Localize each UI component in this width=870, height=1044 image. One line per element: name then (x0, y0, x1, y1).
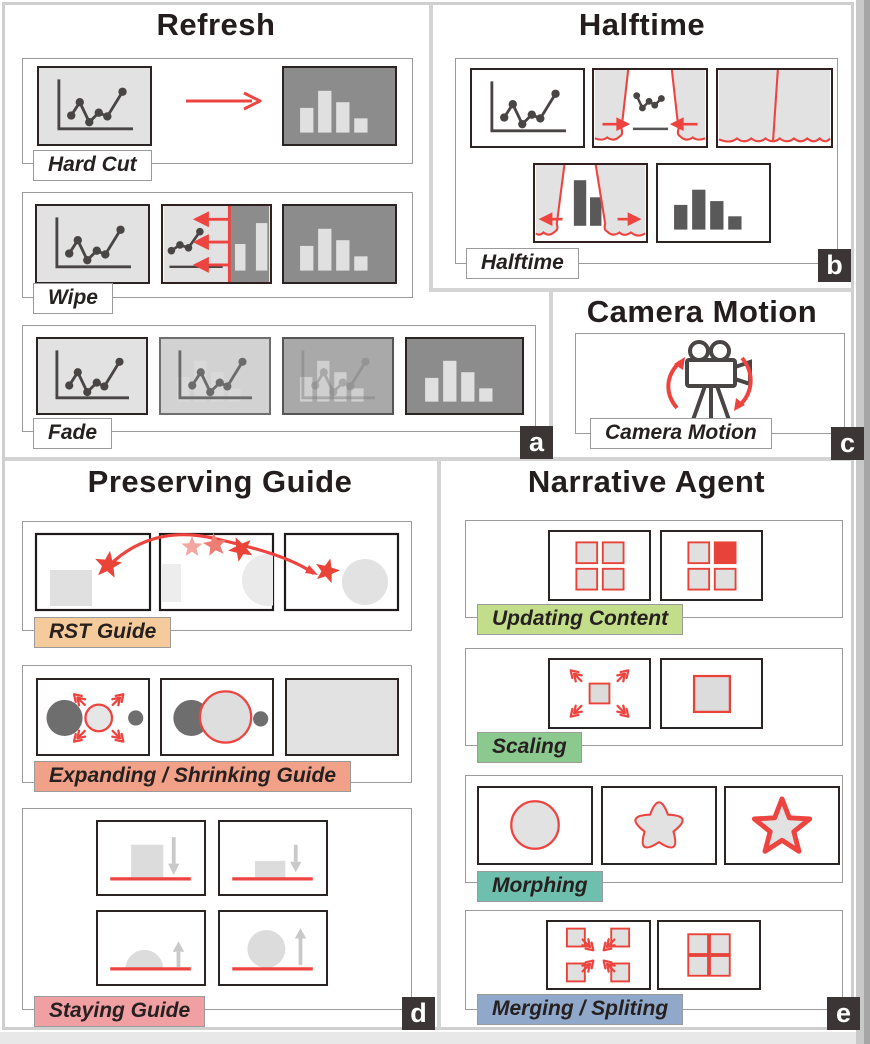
right-band-light (856, 0, 864, 1044)
right-band-dark (864, 0, 870, 1044)
subfigure-badge-e: e (827, 997, 860, 1030)
separator-preserving-narrative (437, 461, 441, 1029)
scaling-label: Scaling (477, 732, 582, 763)
halftime-panel-title: Halftime (578, 7, 706, 42)
line-chart-icon (55, 217, 131, 269)
square-grid-icon (575, 541, 625, 591)
merged-grid-icon (687, 933, 731, 977)
square-sinking-icon (110, 837, 191, 881)
narrative-agent-panel-title: Narrative Agent (527, 464, 766, 499)
separator-halftime-bottom (429, 288, 853, 292)
merged-thumbnail (657, 920, 761, 990)
subfigure-badge-c: c (831, 427, 864, 460)
bar-chart-white-thumbnail (656, 163, 771, 243)
bar-chart-dark-thumbnail (282, 66, 397, 146)
morphing-label: Morphing (477, 871, 603, 902)
rst-guide-label: RST Guide (34, 617, 172, 648)
fade-step-1-thumbnail (36, 337, 148, 415)
morph-circle-thumbnail (477, 786, 593, 865)
star-shape-icon (726, 788, 838, 863)
merging-splitting-group (465, 910, 843, 1010)
line-chart-icon (57, 79, 133, 131)
scaling-after-thumbnail (660, 658, 763, 729)
curtain-closed-icon (718, 70, 831, 143)
rst-guide-icon (34, 531, 400, 612)
line-chart-white-thumbnail (470, 68, 585, 148)
separator-top-bottom (5, 457, 851, 461)
filled-region-thumbnail (285, 678, 399, 756)
wipe-transition-icon (163, 206, 270, 282)
flower-shape-icon (634, 801, 684, 849)
camera-icon (666, 340, 753, 421)
expanding-shrinking-label: Expanding / Shrinking Guide (34, 761, 352, 792)
refresh-panel-title: Refresh (156, 7, 276, 42)
subfigure-badge-d: d (402, 997, 435, 1030)
circle-shape-icon (510, 800, 560, 850)
expanding-icon (46, 690, 144, 746)
staying-square-high-thumbnail (96, 820, 206, 896)
merging-arrows-icon (565, 927, 631, 983)
curtain-closing-icon (594, 70, 706, 141)
scaling-before-thumbnail (548, 658, 651, 729)
morph-star-thumbnail (724, 786, 840, 865)
expanded-thumbnail (160, 678, 274, 756)
rotate-arrows-icon (666, 356, 753, 411)
merging-before-thumbnail (546, 920, 651, 990)
fade-step-3-thumbnail (282, 337, 394, 415)
hard-cut-label: Hard Cut (33, 150, 152, 181)
square-grid-updated-icon (687, 541, 737, 591)
wipe-label: Wipe (33, 283, 113, 314)
expanded-circle-icon (173, 690, 269, 744)
scaling-arrows-icon (566, 666, 633, 721)
updating-content-group (465, 520, 843, 618)
curtain-opening-thumbnail (533, 163, 648, 243)
curtain-closed-thumbnail (716, 68, 833, 148)
bar-chart-dark-thumbnail (282, 204, 397, 284)
preserving-guide-panel-title: Preserving Guide (87, 464, 353, 499)
bar-chart-icon (300, 90, 368, 133)
square-sunk-icon (232, 844, 313, 881)
line-chart-thumbnail (35, 204, 150, 284)
bar-chart-icon (425, 360, 493, 402)
curtain-opening-icon (535, 165, 646, 237)
curtain-closing-thumbnail (592, 68, 708, 148)
staying-guide-group (22, 808, 412, 1010)
bar-chart-icon (300, 228, 368, 271)
circle-risen-icon (232, 928, 313, 971)
fade-blend-icon (300, 350, 375, 402)
fade-step-2-thumbnail (159, 337, 271, 415)
fade-label: Fade (33, 418, 113, 449)
staying-circle-rising-thumbnail (96, 910, 206, 986)
line-chart-icon (55, 350, 129, 400)
subfigure-badge-a: a (520, 426, 553, 459)
staying-guide-label: Staying Guide (34, 996, 206, 1027)
wipe-transition-thumbnail (161, 204, 272, 284)
merging-splitting-label: Merging / Spliting (477, 994, 684, 1025)
fade-step-4-thumbnail (405, 337, 524, 415)
halftime-label: Halftime (466, 248, 579, 279)
subfigure-badge-b: b (818, 249, 851, 282)
line-chart-icon (490, 81, 566, 133)
staying-circle-risen-thumbnail (218, 910, 328, 986)
grid-before-thumbnail (548, 530, 651, 601)
fade-blend-icon (177, 350, 252, 402)
camera-motion-label: Camera Motion (590, 418, 772, 449)
separator-refresh-halftime (429, 5, 433, 292)
separator-fade-camera (549, 292, 553, 458)
grid-updated-thumbnail (660, 530, 763, 601)
scaling-group (465, 648, 843, 746)
staying-square-low-thumbnail (218, 820, 328, 896)
scaled-square-icon (692, 674, 732, 714)
expanding-thumbnail (36, 678, 150, 756)
line-chart-thumbnail (37, 66, 152, 146)
morph-flower-thumbnail (601, 786, 717, 865)
bar-chart-icon (674, 189, 742, 230)
updating-content-label: Updating Content (477, 604, 684, 635)
bottom-band (0, 1032, 856, 1044)
arrow-right-icon (186, 91, 262, 111)
semicircle-rising-icon (110, 941, 191, 971)
camera-motion-panel-title: Camera Motion (586, 294, 818, 329)
